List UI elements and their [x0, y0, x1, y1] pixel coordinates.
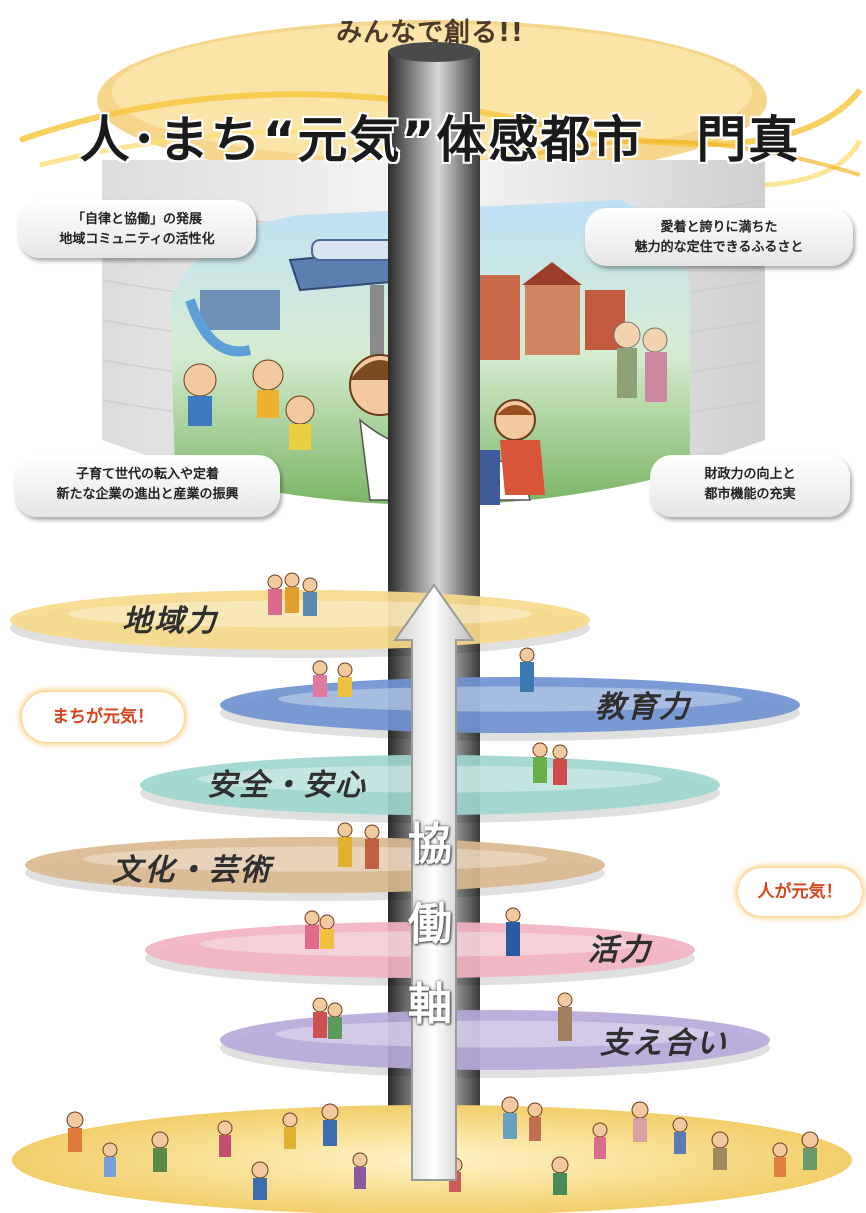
bubble-line: 新たな企業の進出と産業の振興: [56, 487, 239, 502]
bubble-top-left: 「自律と協働」の発展 地域コミュニティの活性化: [18, 200, 256, 258]
disc-4: [25, 837, 605, 893]
main-title: 人･まち“元気”体感都市 門真: [79, 111, 801, 169]
disc-6: [220, 1010, 770, 1070]
bubble-bottom-right: 財政力の向上と 都市機能の充実: [650, 455, 850, 517]
disc-label-vitality: 活力: [588, 933, 652, 968]
collaboration-axis-arrow: [393, 583, 475, 1181]
axis-char-1: 協: [408, 819, 452, 870]
disc-label-education-power: 教育力: [595, 690, 691, 725]
bubble-line: 財政力の向上と: [704, 467, 796, 482]
bubble-top-right: 愛着と誇りに満ちた 魅力的な定住できるふるさと: [585, 208, 853, 266]
axis-char-2: 働: [408, 899, 452, 950]
top-slogan: みんなで創る!!: [336, 18, 524, 48]
bubble-line: 地域コミュニティの活性化: [59, 232, 215, 247]
disc-2: [220, 677, 800, 733]
bubble-line: 魅力的な定住できるふるさと: [634, 240, 804, 255]
bubble-line: 愛着と誇りに満ちた: [660, 220, 778, 235]
disc-label-community-power: 地域力: [122, 604, 218, 639]
callout-people-vitality: 人が元気！: [738, 868, 862, 916]
callout-town-vitality: まちが元気！: [22, 692, 184, 742]
discs-layer: [10, 590, 800, 1078]
bubble-line: 子育て世代の転入や定着: [75, 467, 219, 482]
bubble-line: 「自律と協働」の発展: [71, 212, 202, 227]
bubble-line: 都市機能の充実: [704, 487, 796, 502]
disc-highlight: [275, 1020, 715, 1048]
disc-label-culture-arts: 文化・芸術: [112, 853, 272, 888]
disc-highlight: [278, 686, 742, 712]
axis-char-3: 軸: [408, 979, 452, 1030]
disc-label-safety: 安全・安心: [207, 768, 367, 803]
disc-label-mutual-support: 支え合い: [600, 1026, 728, 1061]
townscape-icon: [185, 262, 625, 360]
bubble-bottom-left: 子育て世代の転入や定着 新たな企業の進出と産業の振興: [15, 455, 280, 517]
